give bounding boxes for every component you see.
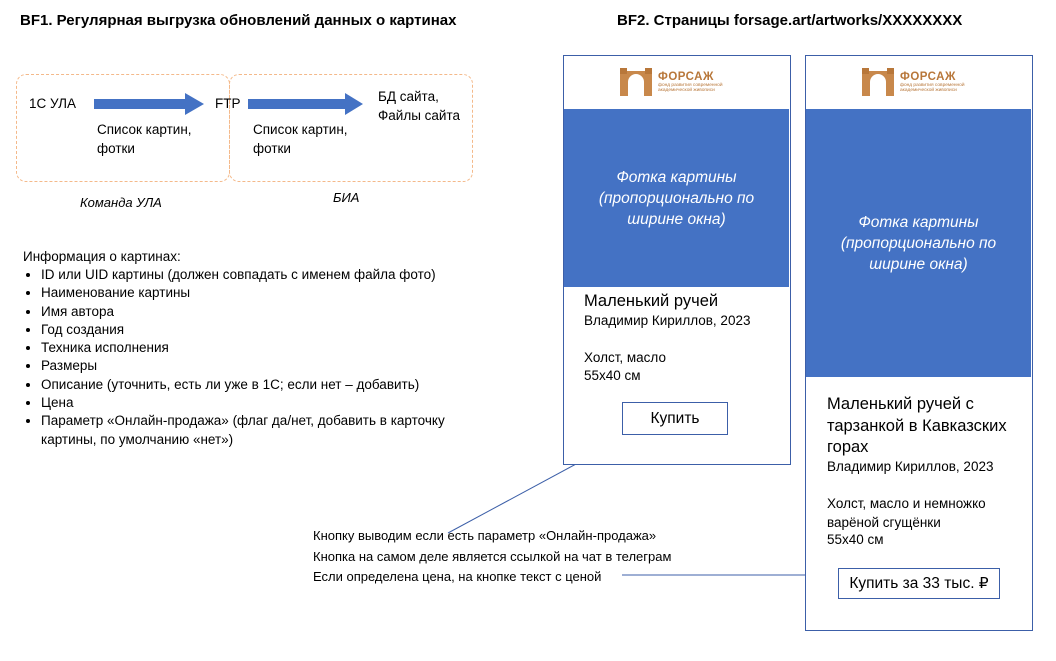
flow-arrow-2 bbox=[248, 93, 363, 115]
photo-text: ширине окна) bbox=[869, 255, 968, 273]
technique-line: Холст, масло и немножко bbox=[827, 496, 986, 511]
group-ula-caption: Команда УЛА bbox=[80, 195, 162, 210]
logo-name: ФОРСАЖ bbox=[658, 70, 714, 83]
artwork-size: 55х40 см bbox=[827, 532, 884, 547]
payload-line: фотки bbox=[97, 141, 135, 156]
logo-sub: академической живописи bbox=[900, 88, 957, 93]
photo-text: ширине окна) bbox=[627, 210, 726, 228]
photo-text: Фотка картины bbox=[858, 213, 979, 231]
flow-payload-2: Список картин, фотки bbox=[253, 120, 348, 158]
info-item: Техника исполнения bbox=[41, 339, 483, 357]
info-item: Параметр «Онлайн-продажа» (флаг да/нет, … bbox=[41, 412, 483, 449]
artwork-author: Владимир Кириллов, 2023 bbox=[584, 313, 751, 328]
info-item: Наименование картины bbox=[41, 284, 483, 302]
group-bia-box bbox=[229, 74, 473, 182]
flow-target: БД сайта, Файлы сайта bbox=[378, 87, 460, 125]
arch-logo-icon bbox=[620, 68, 652, 96]
info-item: Имя автора bbox=[41, 303, 483, 321]
flow-middle: FTP bbox=[215, 96, 241, 111]
flow-payload-1: Список картин, фотки bbox=[97, 120, 192, 158]
photo-text: (пропорционально по bbox=[840, 234, 997, 252]
photo-text: Фотка картины bbox=[616, 168, 737, 186]
artwork-photo-placeholder: Фотка картины (пропорционально по ширине… bbox=[564, 109, 789, 287]
flow-target-line: БД сайта, bbox=[378, 89, 439, 104]
info-item: Год создания bbox=[41, 321, 483, 339]
callout-notes: Кнопку выводим если есть параметр «Онлай… bbox=[313, 526, 671, 588]
note-line: Кнопка на самом деле является ссылкой на… bbox=[313, 548, 672, 564]
info-heading: Информация о картинах: bbox=[23, 249, 181, 264]
flow-arrow-1 bbox=[94, 93, 204, 115]
logo-name: ФОРСАЖ bbox=[900, 70, 956, 83]
title-line: Маленький ручей с bbox=[827, 395, 974, 413]
logo-sub: фонд развития современной bbox=[900, 82, 965, 88]
artwork-info-block: Информация о картинах: ID или UID картин… bbox=[23, 248, 483, 449]
bf2-title: BF2. Страницы forsage.art/artworks/XXXXX… bbox=[617, 12, 963, 29]
artwork-title: Маленький ручей с тарзанкой в Кавказских… bbox=[827, 394, 1007, 459]
flow-target-line: Файлы сайта bbox=[378, 108, 460, 123]
payload-line: Список картин, bbox=[97, 122, 192, 137]
buy-button[interactable]: Купить bbox=[622, 402, 728, 435]
artwork-photo-placeholder: Фотка картины (пропорционально по ширине… bbox=[806, 109, 1031, 377]
logo-sub: фонд развития современной bbox=[658, 82, 723, 88]
title-line: тарзанкой в Кавказских bbox=[827, 416, 1007, 435]
artwork-size: 55х40 см bbox=[584, 368, 641, 383]
info-item: Описание (уточнить, есть ли уже в 1С; ес… bbox=[41, 376, 483, 394]
bf1-title: BF1. Регулярная выгрузка обновлений данн… bbox=[20, 12, 457, 29]
payload-line: Список картин, bbox=[253, 122, 348, 137]
logo: ФОРСАЖ фонд развития современной академи… bbox=[620, 68, 723, 96]
artwork-technique: Холст, масло bbox=[584, 350, 666, 365]
info-list: ID или UID картины (должен совпадать с и… bbox=[23, 266, 483, 449]
artwork-card-2: ФОРСАЖ фонд развития современной академи… bbox=[805, 55, 1033, 631]
artwork-author: Владимир Кириллов, 2023 bbox=[827, 459, 994, 474]
arch-logo-icon bbox=[862, 68, 894, 96]
artwork-card-1: ФОРСАЖ фонд развития современной академи… bbox=[563, 55, 791, 465]
info-item: Размеры bbox=[41, 357, 483, 375]
group-bia-caption: БИА bbox=[333, 190, 360, 205]
info-item: Цена bbox=[41, 394, 483, 412]
buy-with-price-button[interactable]: Купить за 33 тыс. ₽ bbox=[838, 568, 1000, 599]
payload-line: фотки bbox=[253, 141, 291, 156]
note-line: Кнопку выводим если есть параметр «Онлай… bbox=[313, 528, 657, 543]
technique-line: варёной сгущёнки bbox=[827, 514, 941, 530]
logo: ФОРСАЖ фонд развития современной академи… bbox=[862, 68, 965, 96]
artwork-title: Маленький ручей bbox=[584, 292, 719, 310]
artwork-technique: Холст, масло и немножко варёной сгущёнки bbox=[827, 495, 986, 532]
flow-source: 1С УЛА bbox=[29, 96, 76, 111]
info-item: ID или UID картины (должен совпадать с и… bbox=[41, 266, 483, 284]
photo-text: (пропорционально по bbox=[598, 189, 755, 207]
title-line: горах bbox=[827, 438, 869, 456]
logo-sub: академической живописи bbox=[658, 88, 715, 93]
note-line: Если определена цена, на кнопке текст с … bbox=[313, 569, 602, 584]
